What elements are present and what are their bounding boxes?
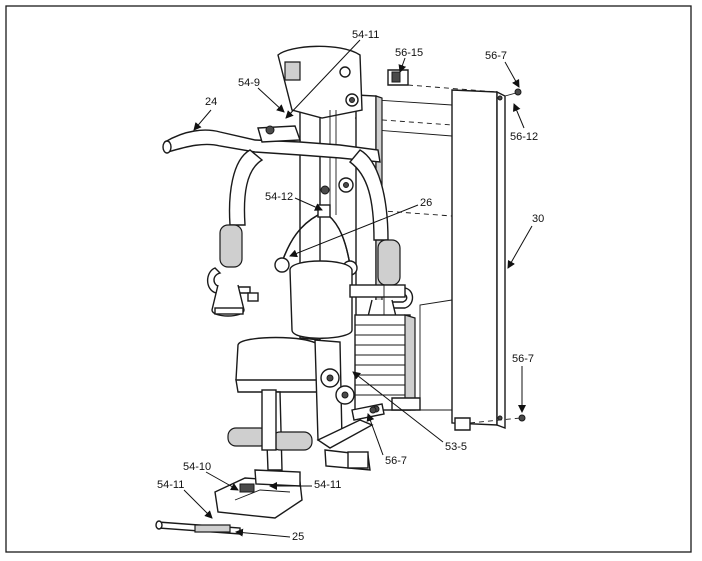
label-54-11-bottom: 54-11: [314, 479, 341, 491]
weight-stack: [349, 284, 416, 411]
label-54-12: 54-12: [265, 191, 293, 203]
label-54-9: 54-9: [238, 77, 260, 89]
label-54-11-left: 54-11: [157, 479, 184, 491]
press-arms: [206, 149, 414, 309]
side-shroud-panel: [354, 84, 521, 431]
seat-pad: [235, 336, 321, 393]
base-frame: [214, 339, 421, 519]
press-arm-bar: [162, 125, 381, 163]
label-53-5: 53-5: [445, 441, 467, 453]
label-56-7-bottom: 56-7: [385, 455, 407, 467]
bolts: [369, 88, 526, 422]
label-24: 24: [205, 96, 217, 108]
leader-lines: [183, 39, 533, 538]
label-26: 26: [420, 197, 432, 209]
back-pad: [289, 260, 353, 339]
label-56-7-right: 56-7: [512, 353, 534, 365]
diagram-border: [5, 5, 692, 553]
label-30: 30: [532, 213, 544, 225]
label-56-15: 56-15: [395, 47, 423, 59]
label-56-7-top: 56-7: [485, 50, 507, 62]
label-54-11-top: 54-11: [352, 29, 379, 41]
loose-bar: [155, 520, 241, 535]
label-56-12: 56-12: [510, 131, 538, 143]
label-25: 25: [292, 531, 304, 543]
label-54-10: 54-10: [183, 461, 211, 473]
